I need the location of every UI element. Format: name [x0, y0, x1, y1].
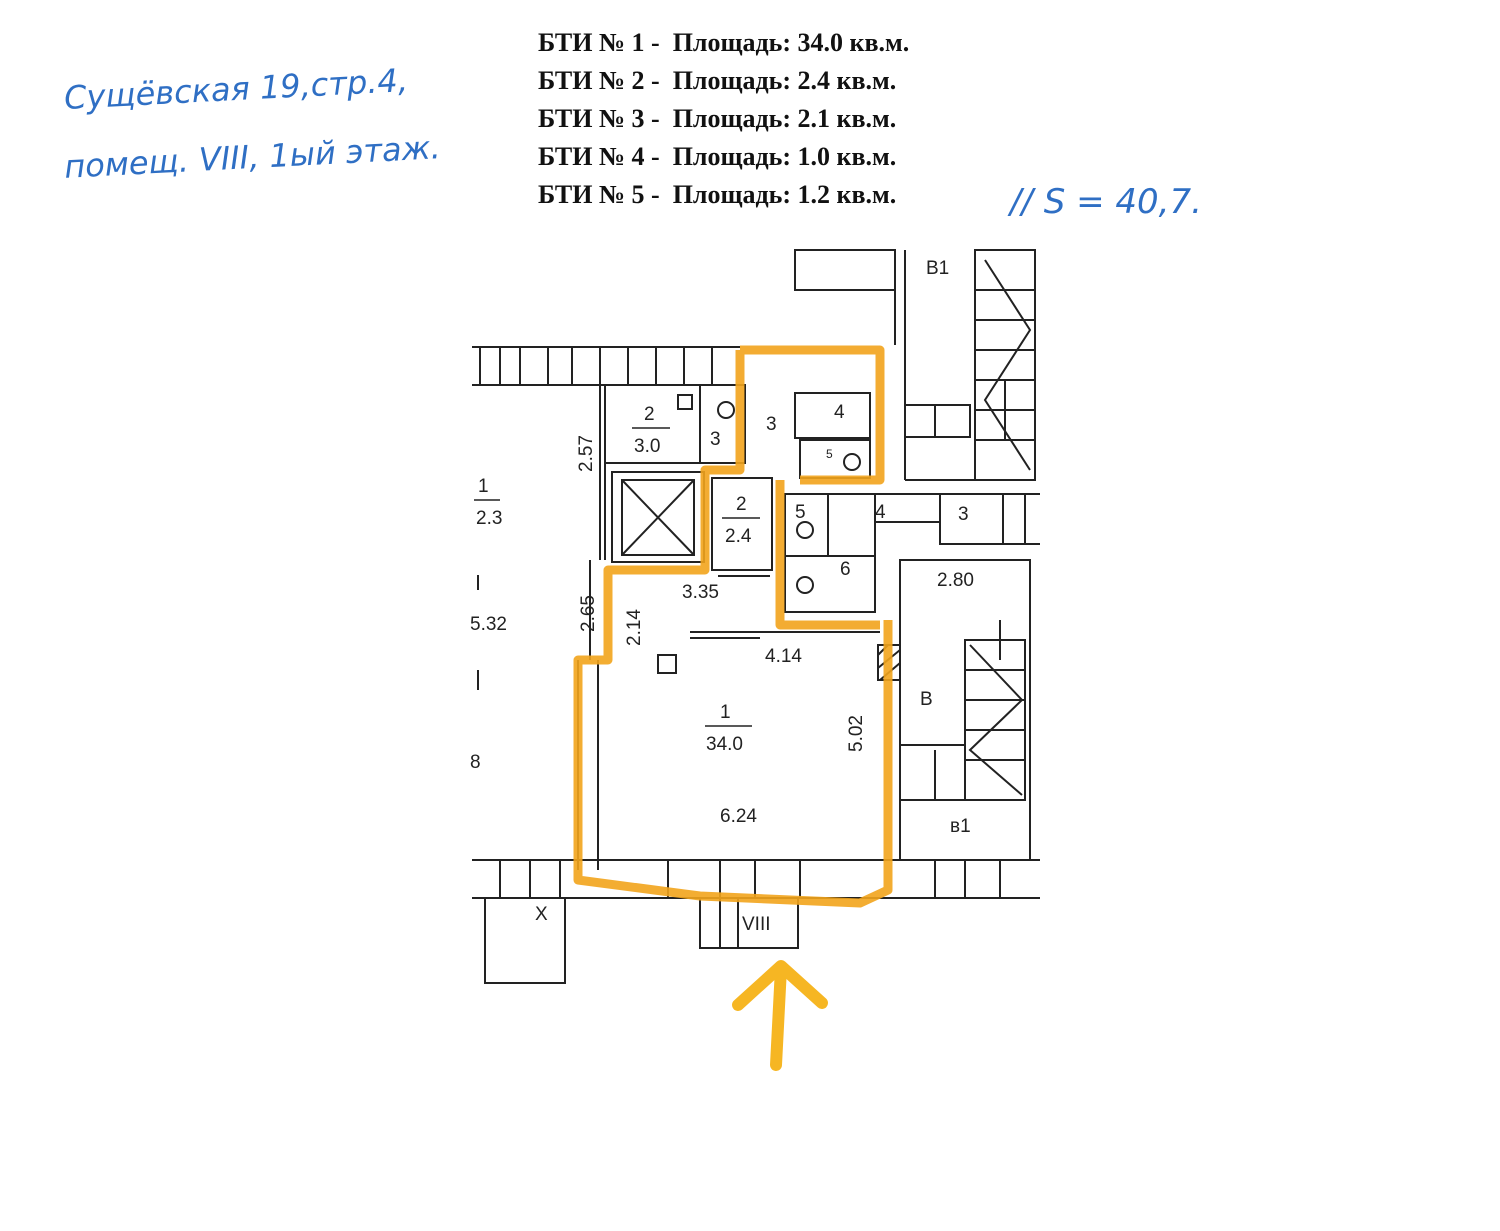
room-4: 4: [834, 402, 845, 423]
bti-area: Площадь: 2.1 кв.м.: [672, 104, 897, 133]
bti-label: БТИ № 3 -: [538, 104, 660, 133]
room-2-number: 2: [644, 404, 655, 425]
bti-area: Площадь: 1.2 кв.м.: [672, 180, 897, 209]
room-2b-area: 2.4: [725, 526, 752, 547]
room-3: 3: [766, 414, 777, 435]
room-5: 5: [795, 502, 806, 523]
bti-area: Площадь: 34.0 кв.м.: [672, 28, 910, 57]
dim-3-35: 3.35: [682, 582, 719, 603]
dim-2-65: 2.65: [578, 595, 599, 632]
plan-walls: [472, 249, 1040, 984]
handwritten-total-area: // S = 40,7.: [1010, 182, 1202, 222]
label-b: В: [920, 689, 933, 710]
entrance-arrow: [732, 960, 828, 1071]
room-1-area: 34.0: [706, 734, 743, 755]
dim-4-14: 4.14: [765, 646, 802, 667]
dim-6-24: 6.24: [720, 806, 757, 827]
room-2-area: 3.0: [634, 436, 660, 457]
left-room-number: 1: [478, 476, 489, 497]
dim-2-80: 2.80: [937, 570, 974, 591]
left-room-area: 2.3: [476, 508, 502, 529]
dim-5-02: 5.02: [846, 715, 867, 752]
dim-2-57: 2.57: [576, 435, 597, 472]
bti-area: Площадь: 1.0 кв.м.: [672, 142, 897, 171]
entrance-viii-label: VIII: [742, 914, 771, 935]
left-dimension: 5.32: [470, 614, 507, 635]
label-b1-top: В1: [926, 258, 949, 279]
bti-row-3: БТИ № 3 - Площадь: 2.1 кв.м.: [538, 100, 909, 138]
label-b1-bottom: в1: [950, 816, 971, 837]
dim-2-14: 2.14: [624, 609, 645, 646]
premises-highlight: [573, 345, 893, 908]
bti-label: БТИ № 2 -: [538, 66, 660, 95]
room-4-right: 4: [875, 502, 886, 523]
left-label-8: 8: [470, 752, 481, 773]
bti-row-4: БТИ № 4 - Площадь: 1.0 кв.м.: [538, 138, 909, 176]
bti-label: БТИ № 5 -: [538, 180, 660, 209]
bti-label: БТИ № 4 -: [538, 142, 660, 171]
entrance-x-label: X: [535, 904, 548, 925]
bti-area: Площадь: 2.4 кв.м.: [672, 66, 897, 95]
room-3-right: 3: [958, 504, 969, 525]
room-6: 6: [840, 559, 851, 580]
room-5-small: 5: [826, 447, 833, 461]
room-2b-number: 2: [736, 494, 747, 515]
bti-area-list: БТИ № 1 - Площадь: 34.0 кв.м. БТИ № 2 - …: [538, 24, 909, 214]
bti-label: БТИ № 1 -: [538, 28, 660, 57]
room-1-number: 1: [720, 702, 731, 723]
bti-row-5: БТИ № 5 - Площадь: 1.2 кв.м.: [538, 176, 909, 214]
bti-row-2: БТИ № 2 - Площадь: 2.4 кв.м.: [538, 62, 909, 100]
room-3-left: 3: [710, 429, 721, 450]
bti-row-1: БТИ № 1 - Площадь: 34.0 кв.м.: [538, 24, 909, 62]
